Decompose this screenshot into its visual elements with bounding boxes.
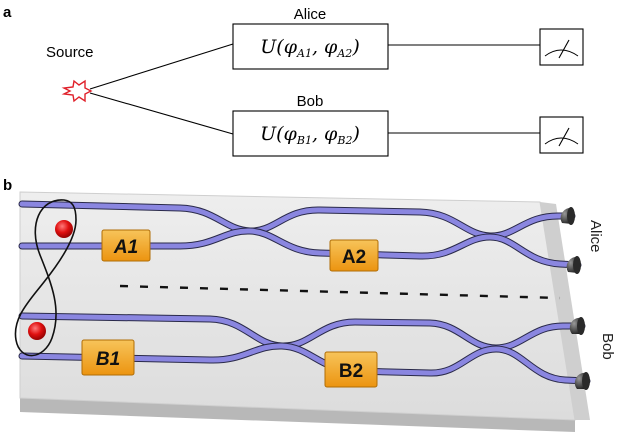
waveguide-group xyxy=(18,200,591,385)
alice-unitary-box xyxy=(232,23,389,70)
alice-sub2: A2 xyxy=(336,47,352,60)
photonic-chip xyxy=(19,191,590,432)
bob-unitary-formula: U(φB1, φB2) xyxy=(260,123,360,147)
alice-sep: , xyxy=(312,36,324,58)
alice-detector-meter-icon xyxy=(539,28,584,66)
alice-phi1: φ xyxy=(284,36,298,58)
phase-shifter-a2: A2 xyxy=(329,239,379,272)
bob-detector-meter-icon xyxy=(539,116,584,154)
separator-dashed-line xyxy=(119,284,561,300)
alice-u: U( xyxy=(260,36,284,58)
source-label: Source xyxy=(46,44,94,61)
photon-bob-icon xyxy=(28,322,46,340)
bob-phi1: φ xyxy=(284,123,298,145)
detector-dome-icon xyxy=(574,372,590,390)
photon-alice-icon xyxy=(55,220,73,238)
alice-title: Alice xyxy=(294,6,327,23)
phase-shifter-a1-label: A1 xyxy=(113,237,138,258)
source-star-icon xyxy=(61,79,93,103)
alice-unitary-formula: U(φA1, φA2) xyxy=(260,36,359,60)
panel-a-label: a xyxy=(3,4,12,21)
alice-sub1: A1 xyxy=(296,47,312,60)
bob-sub2: B2 xyxy=(336,134,352,147)
entanglement-loop xyxy=(14,199,77,357)
phase-shifter-b1: B1 xyxy=(81,339,135,376)
phase-shifter-b2: B2 xyxy=(324,351,378,388)
bob-close: ) xyxy=(351,123,359,145)
bob-channel-line xyxy=(89,92,234,135)
phase-shifter-a2-label: A2 xyxy=(342,247,366,268)
bob-phi2: φ xyxy=(324,123,338,145)
alice-phi2: φ xyxy=(324,36,338,58)
side-label-bob: Bob xyxy=(599,333,616,360)
alice-channel-line xyxy=(89,43,234,90)
panel-b-label: b xyxy=(3,177,12,194)
detector-dome-icon xyxy=(566,256,581,274)
bob-title: Bob xyxy=(297,93,324,110)
phase-shifter-b1-label: B1 xyxy=(96,349,120,370)
side-label-alice: Alice xyxy=(587,220,604,253)
alice-close: ) xyxy=(351,36,359,58)
phase-shifter-b2-label: B2 xyxy=(339,361,363,382)
bob-u: U( xyxy=(260,123,284,145)
phase-shifter-a1: A1 xyxy=(101,229,151,262)
bob-sep: , xyxy=(312,123,324,145)
detector-dome-icon xyxy=(560,207,575,225)
bob-sub1: B1 xyxy=(296,134,312,147)
detector-dome-icon xyxy=(569,317,585,335)
